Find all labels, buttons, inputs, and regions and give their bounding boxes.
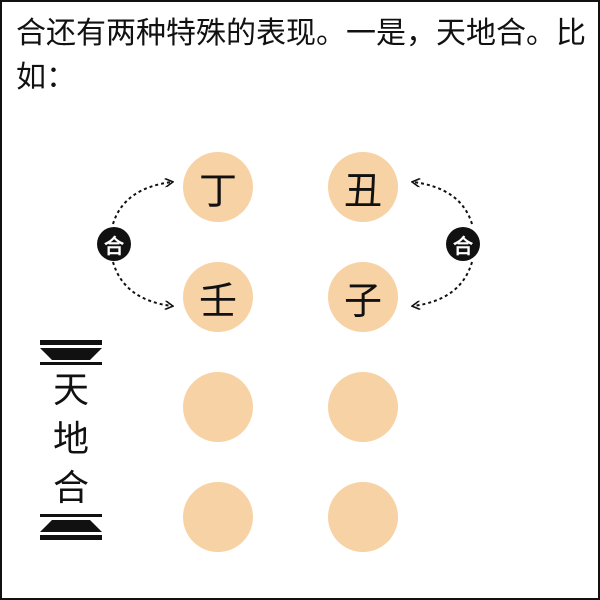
circle-chou: 丑	[328, 152, 398, 222]
arrow-left-top	[112, 182, 172, 225]
he-badge-left: 合	[97, 227, 131, 261]
circle-empty-left-4	[183, 482, 253, 552]
label-char-di: 地	[52, 418, 89, 460]
arrow-right-top	[413, 182, 473, 225]
arrow-left-bottom	[112, 261, 172, 306]
label-text: 天 地 合	[40, 366, 102, 514]
label-char-tian: 天	[52, 369, 89, 411]
label-top-bracket	[40, 340, 102, 365]
arrow-right-bottom	[413, 261, 473, 306]
tian-di-he-label: 天 地 合	[40, 340, 102, 540]
circle-empty-right-4	[328, 482, 398, 552]
circle-empty-right-3	[328, 372, 398, 442]
circle-ding: 丁	[183, 152, 253, 222]
circle-zi: 子	[328, 262, 398, 332]
circle-ren: 壬	[183, 262, 253, 332]
intro-text: 合还有两种特殊的表现。一是，天地合。比如：	[16, 16, 586, 95]
he-badge-right: 合	[446, 227, 480, 261]
circle-empty-left-3	[183, 372, 253, 442]
label-bottom-bracket	[40, 514, 102, 540]
label-char-he: 合	[52, 468, 89, 510]
